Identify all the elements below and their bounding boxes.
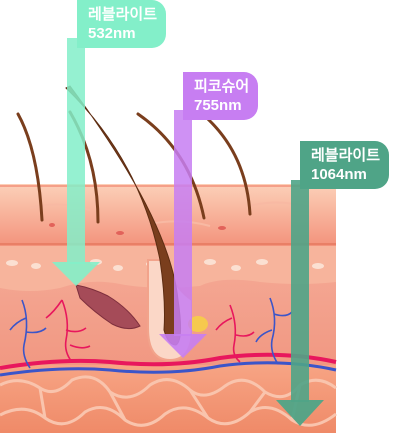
- label-755nm: 피코슈어 755nm: [183, 72, 259, 120]
- label-532nm-wavelength: 532nm: [88, 25, 136, 42]
- arrector-pili-muscle: [75, 284, 141, 330]
- blood-vessels: [0, 297, 337, 377]
- label-532nm: 레블라이트 532nm: [77, 0, 167, 48]
- fat-layer: [0, 365, 337, 433]
- label-1064nm-name: 레블라이트: [311, 147, 381, 164]
- label-755nm-name: 피코슈어: [194, 78, 250, 95]
- label-532nm-name: 레블라이트: [88, 6, 158, 23]
- label-1064nm: 레블라이트 1064nm: [300, 141, 390, 189]
- laser-arrow-1064nm: [276, 180, 324, 426]
- label-755nm-wavelength: 755nm: [194, 97, 242, 114]
- label-1064nm-wavelength: 1064nm: [311, 166, 367, 183]
- epidermis-upper: [0, 184, 336, 246]
- laser-arrow-532nm: [52, 38, 100, 286]
- laser-arrow-755nm: [159, 110, 207, 358]
